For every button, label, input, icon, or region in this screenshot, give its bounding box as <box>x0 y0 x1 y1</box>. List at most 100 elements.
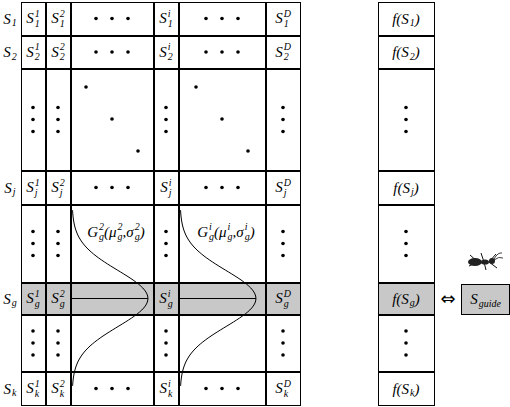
math-symbol: (μ <box>214 225 227 240</box>
math-symbol: S <box>26 45 34 60</box>
math-symbol: S <box>3 45 11 60</box>
ellipsis-dot <box>94 387 98 391</box>
ellipsis-dot <box>56 230 60 234</box>
table-cell <box>72 316 154 372</box>
table-cell <box>22 3 46 36</box>
ellipsis-dot <box>164 242 168 246</box>
math-symbol: S <box>275 180 283 195</box>
table-cell <box>379 284 435 315</box>
ellipsis-dot <box>126 186 130 190</box>
table-cell-text: SD2 <box>275 42 291 62</box>
table-cell-text: S2g <box>51 289 65 309</box>
table-cell-text: S12 <box>26 42 40 62</box>
superscript: 1 <box>35 289 40 299</box>
ellipsis-dot <box>204 387 208 391</box>
superscript: i <box>209 222 214 232</box>
ellipsis-dot <box>281 353 285 357</box>
ellipsis-dot <box>236 17 240 21</box>
row-label: Sg <box>3 291 17 306</box>
table-cell-text: S1k <box>26 379 40 399</box>
table-cell <box>180 316 266 372</box>
subscript: g <box>228 232 233 242</box>
subscript: 1 <box>60 19 65 29</box>
script-stack: D1 <box>284 9 291 29</box>
math-symbol: ,σ <box>123 225 134 240</box>
ellipsis-dot <box>126 387 130 391</box>
superscript: 1 <box>35 42 40 52</box>
math-symbol: S <box>26 381 34 396</box>
table-cell-text: S11 <box>26 9 40 29</box>
subscript: 2 <box>35 52 40 62</box>
math-symbol: S <box>275 381 283 396</box>
math-symbol: S <box>160 180 168 195</box>
table-cell <box>72 172 154 205</box>
subscript: g <box>99 232 104 242</box>
table-cell <box>155 3 179 36</box>
math-symbol: S <box>51 381 59 396</box>
table-cell <box>72 284 154 315</box>
table-cell <box>155 284 179 315</box>
table-cell <box>155 172 179 205</box>
ellipsis-dot <box>110 50 114 54</box>
subscript: g <box>410 298 415 308</box>
ellipsis-dot <box>281 341 285 345</box>
ellipsis-dot <box>126 50 130 54</box>
superscript: 2 <box>60 379 65 389</box>
ellipsis-dot <box>204 50 208 54</box>
math-symbol: ) <box>415 11 420 26</box>
ellipsis-dot <box>281 242 285 246</box>
script-stack: 1j <box>35 178 40 198</box>
ellipsis-dot <box>110 186 114 190</box>
subscript: g <box>284 299 291 309</box>
subscript: g <box>60 299 65 309</box>
ellipsis-dot <box>404 242 408 246</box>
math-symbol: ) <box>415 45 420 60</box>
superscript: 1 <box>35 379 40 389</box>
table-cell-text: SDk <box>275 379 291 399</box>
ellipsis-dot <box>56 329 60 333</box>
script-stack: 2g <box>118 222 123 242</box>
math-symbol: S <box>26 11 34 26</box>
table-cell-text: Sik <box>160 379 173 399</box>
superscript: 1 <box>35 178 40 188</box>
ellipsis-dot <box>404 230 408 234</box>
gaussian-curve <box>181 210 256 386</box>
subscript: g <box>245 232 250 242</box>
math-symbol: f(S <box>392 381 409 396</box>
equivalence-symbol: ⇔ <box>440 290 455 308</box>
superscript: i <box>228 222 233 232</box>
math-symbol: S <box>51 45 59 60</box>
ellipsis-dot <box>220 117 224 121</box>
math-symbol: S <box>51 291 59 306</box>
ellipsis-dot <box>110 117 114 121</box>
table-cell <box>180 70 266 171</box>
table-cell <box>155 316 179 372</box>
script-stack: 2g <box>60 289 65 309</box>
table-cell <box>47 172 71 205</box>
fitness-value: f(Sk) <box>392 381 419 396</box>
ellipsis-dot <box>164 230 168 234</box>
math-symbol: S <box>4 381 12 396</box>
superscript: D <box>284 42 291 52</box>
fitness-value: f(Sg) <box>392 291 420 306</box>
math-symbol: ) <box>140 225 145 240</box>
gaussian-curve <box>73 210 148 386</box>
table-cell <box>22 316 46 372</box>
ellipsis-dot <box>220 17 224 21</box>
ellipsis-dot <box>31 230 35 234</box>
subscript: j <box>35 188 40 198</box>
gaussian-label: Gig(μig,σig) <box>197 222 255 242</box>
subscript: 1 <box>410 18 415 28</box>
table-cell <box>47 70 71 171</box>
subscript: g <box>35 299 40 309</box>
table-cell <box>72 3 154 36</box>
ellipsis-dot <box>31 341 35 345</box>
row-label: Sj <box>4 180 15 195</box>
math-symbol: S <box>275 45 283 60</box>
ellipsis-dot <box>31 353 35 357</box>
fitness-value: f(S2) <box>392 45 420 60</box>
ellipsis-dot <box>281 254 285 258</box>
superscript: i <box>168 289 173 299</box>
table-cell <box>47 373 71 406</box>
